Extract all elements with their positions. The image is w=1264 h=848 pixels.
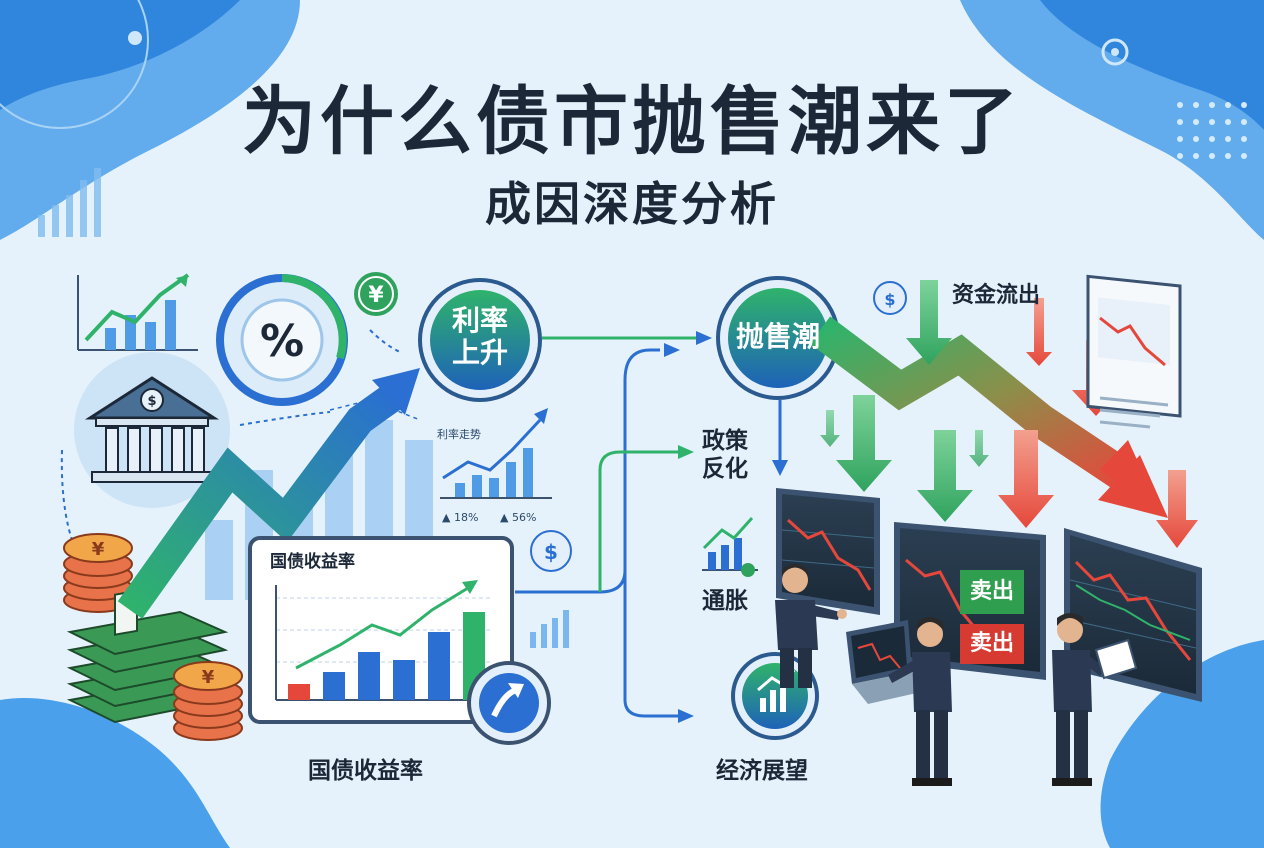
up-arrow-icon — [467, 661, 551, 745]
policy-change-label: 政策 反化 — [702, 428, 748, 482]
laptop-icon — [846, 620, 930, 704]
svg-text:¥: ¥ — [368, 283, 384, 308]
dollar-icon: $ — [530, 530, 572, 572]
bond-yield-chart-title: 国债收益率 — [270, 552, 355, 572]
coin-stack-icon-front: ¥ — [173, 661, 243, 741]
economic-outlook-icon — [731, 652, 819, 740]
svg-text:$: $ — [884, 290, 895, 309]
falling-trend-arrow — [809, 316, 1168, 518]
sell-tag-green: 卖出 — [969, 579, 1014, 604]
rate-rise-label: 利率 上升 — [451, 304, 508, 370]
svg-text:%: % — [260, 316, 304, 367]
bank-icon: $ — [74, 352, 230, 508]
bond-yield-chart-panel — [248, 536, 514, 724]
report-document-icon — [1086, 274, 1182, 429]
rate-rise-node — [418, 278, 542, 402]
bond-yield-caption: 国债收益率 — [308, 758, 423, 784]
mini-chart-title: 利率走势 — [437, 428, 481, 441]
inflation-label: 通胀 — [702, 588, 748, 614]
percent-icon: % — [216, 274, 348, 406]
mini-line-chart-top-left — [77, 273, 198, 351]
sell-tag-red: 卖出 — [969, 631, 1014, 656]
rising-trend-arrow — [117, 368, 420, 619]
capital-outflow-label: 资金流出 — [952, 283, 1041, 308]
mini-bar-icon — [530, 610, 569, 648]
sell-off-label: 抛售潮 — [735, 320, 820, 353]
yuan-icon: ¥ — [354, 272, 398, 316]
stat-1: ▲ 18% — [442, 511, 479, 524]
stat-2: ▲ 56% — [500, 511, 537, 524]
main-title: 为什么债市抛售潮来了 — [242, 79, 1022, 165]
growth-chart-icon — [702, 516, 758, 577]
trader-person-1 — [775, 564, 847, 688]
svg-text:¥: ¥ — [92, 539, 105, 560]
svg-text:$: $ — [544, 540, 558, 564]
sell-off-node — [716, 276, 840, 400]
mini-line-chart-middle — [329, 399, 552, 499]
economic-outlook-label: 经济展望 — [716, 758, 808, 784]
svg-text:$: $ — [147, 394, 156, 409]
trader-person-3 — [1052, 613, 1138, 786]
flow-connectors — [515, 331, 788, 723]
trading-monitor-1 — [776, 488, 880, 615]
trader-person-2 — [888, 617, 952, 786]
sub-title: 成因深度分析 — [485, 177, 779, 231]
svg-text:¥: ¥ — [202, 667, 215, 688]
dollar-icon-right: $ — [873, 281, 907, 315]
